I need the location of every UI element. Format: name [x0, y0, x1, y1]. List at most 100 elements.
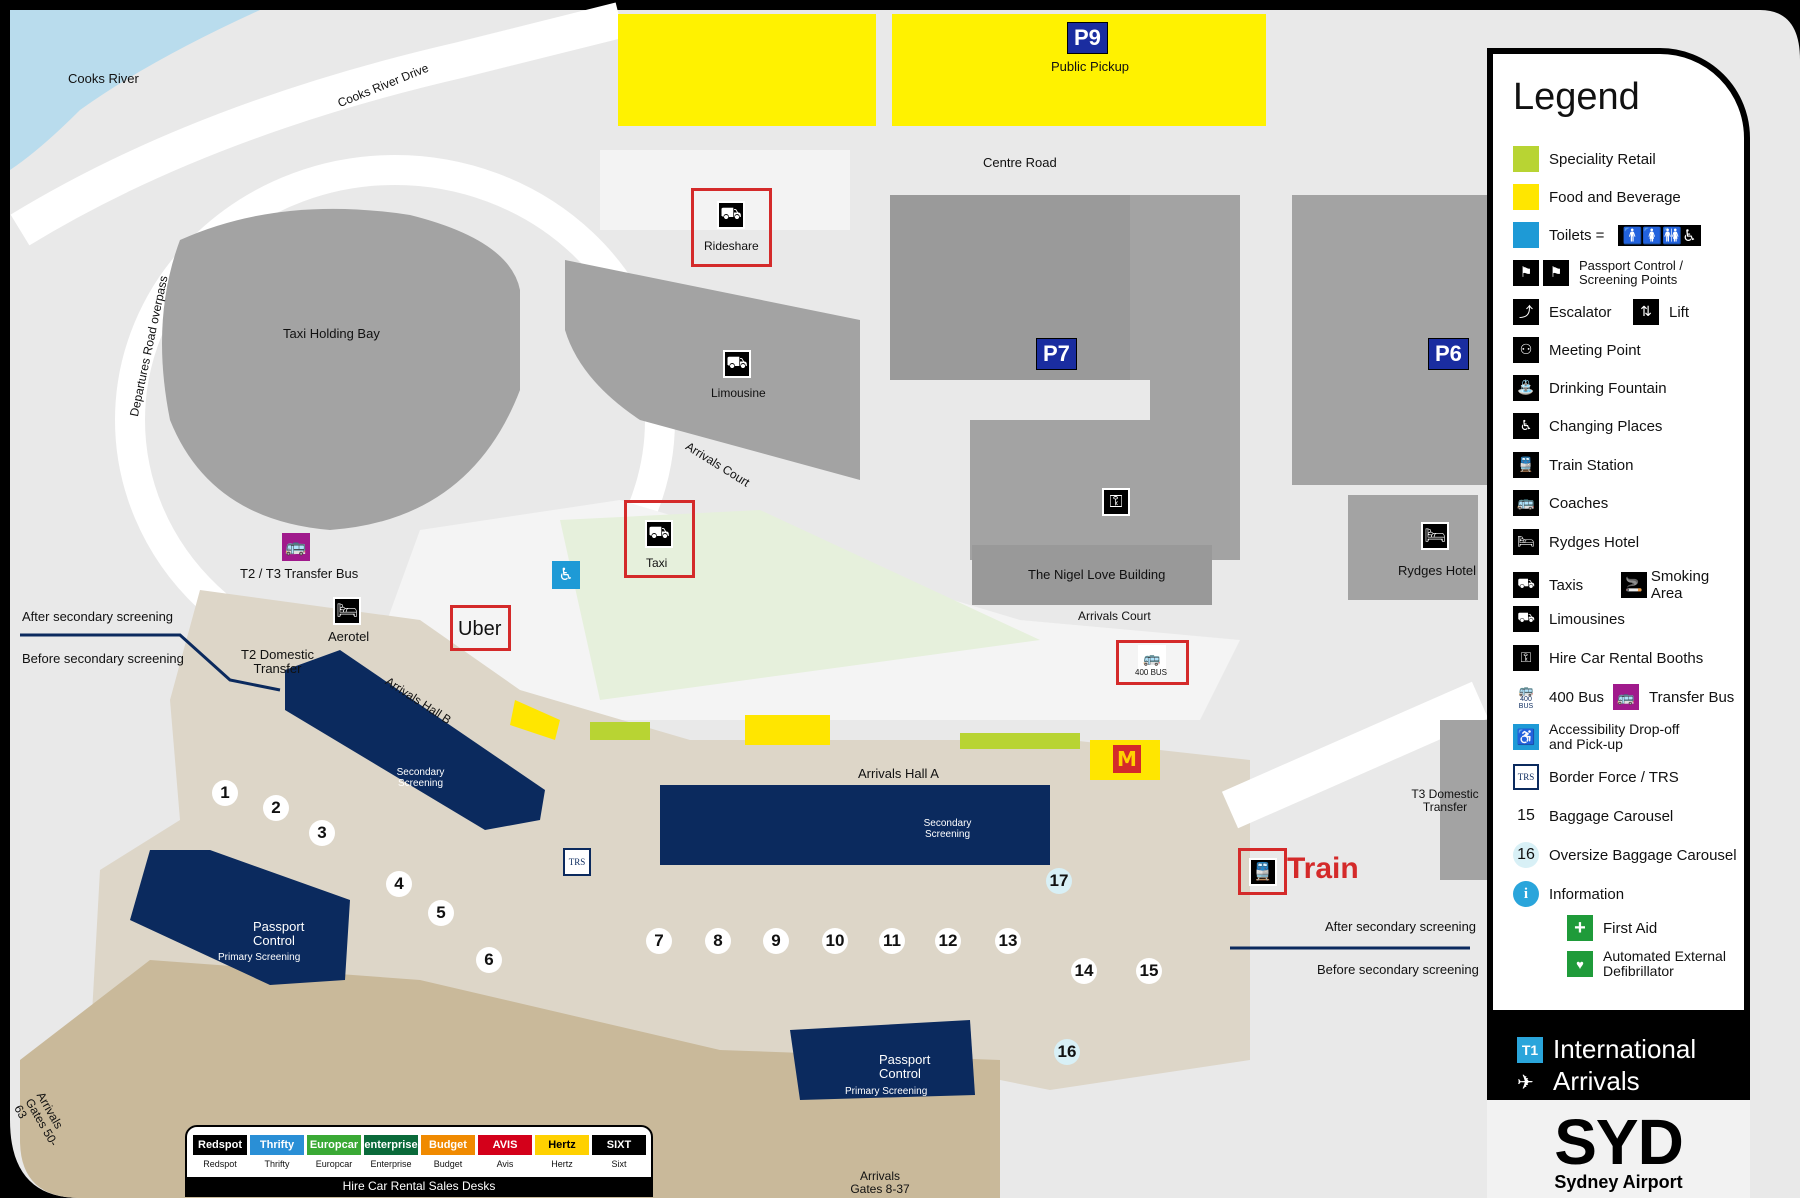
aerotel-icon: 🛏 [333, 597, 361, 625]
legend-smoking-label: Smoking Area [1650, 568, 1710, 602]
hotel-icon: 🛏 [1513, 529, 1539, 555]
legend-limousines-label: Limousines [1549, 610, 1625, 628]
label-arrivals-gates-8-37: Arrivals Gates 8-37 [850, 1169, 910, 1197]
label-primary-screening-mid: Primary Screening [845, 1086, 928, 1097]
legend-train-station: 🚆Train Station [1513, 452, 1634, 478]
label-secondary-screening-b: Secondary Screening [396, 767, 445, 789]
label-t2-domestic-transfer: T2 Domestic Transfer [241, 647, 314, 677]
carousel-7: 7 [646, 928, 672, 954]
carousel-12: 12 [935, 928, 961, 954]
legend-escalator-label: Escalator [1549, 303, 1612, 321]
limousine-building [565, 260, 860, 480]
car-park-p7-upper [890, 195, 1130, 380]
legend-toilets-label: Toilets = [1549, 226, 1605, 244]
hire-car-name: Thrifty [264, 1159, 290, 1169]
river [10, 10, 260, 170]
hire-car-name: Redspot [203, 1159, 237, 1169]
retail-speciality-2 [960, 733, 1080, 749]
legend-border-force-label: Border Force / TRS [1549, 768, 1679, 786]
label-rideshare: Rideshare [704, 239, 759, 253]
label-cooks-river: Cooks River [68, 71, 139, 86]
legend-food-beverage: Food and Beverage [1513, 184, 1681, 210]
carousel-15: 15 [1136, 958, 1162, 984]
bus400-legend-icon: 🚌400 BUS [1513, 684, 1539, 710]
brand-arrivals: ✈ Arrivals [1517, 1066, 1640, 1097]
carousel-13: 13 [995, 928, 1021, 954]
legend-accessibility: ♿Accessibility Drop-off and Pick-up [1513, 721, 1689, 753]
uber-highlight [450, 605, 511, 651]
oversize-legend-icon: 16 [1513, 842, 1539, 868]
legend-oversize-carousel-label: Oversize Baggage Carousel [1549, 846, 1737, 864]
legend-speciality-retail: Speciality Retail [1513, 146, 1656, 172]
label-taxi-holding-bay: Taxi Holding Bay [283, 326, 380, 341]
oversize-carousel-16: 16 [1054, 1039, 1080, 1065]
t1-badge: T1 [1517, 1036, 1543, 1063]
hire-car-title: Hire Car Rental Sales Desks [187, 1177, 651, 1195]
parking-p7-badge: P7 [1036, 338, 1077, 370]
hire-car-logo-hertz: Hertz [535, 1135, 589, 1155]
limousine-icon: ⛟ [723, 350, 751, 378]
bus400-highlight [1116, 640, 1189, 685]
legend-toilets: Toilets =🚹🚺🚻♿ [1513, 222, 1701, 248]
parking-p9-badge: P9 [1067, 22, 1108, 54]
label-t3-domestic-transfer: T3 Domestic Transfer [1411, 787, 1479, 815]
carousel-1: 1 [212, 780, 238, 806]
legend-changing-places-label: Changing Places [1549, 417, 1663, 435]
t3-road [1221, 681, 1489, 829]
carousel-5: 5 [428, 900, 454, 926]
nigel-love-building [972, 545, 1212, 605]
passport-control-mid [790, 1020, 975, 1100]
legend-hire-car: ⚿Hire Car Rental Booths [1513, 645, 1703, 671]
legend-first-aid-label: First Aid [1603, 919, 1658, 937]
legend-coaches-label: Coaches [1549, 494, 1609, 512]
brand-arrivals-label: Arrivals [1553, 1066, 1640, 1096]
retail-food-1 [745, 715, 830, 745]
secondary-screening-b [285, 650, 545, 830]
label-after-secondary-left: After secondary screening [22, 609, 174, 624]
escalator-icon: ⤴ [1513, 299, 1539, 325]
legend-hire-car-label: Hire Car Rental Booths [1549, 649, 1704, 667]
hire-car-name: Budget [433, 1159, 463, 1169]
hire-car-icon: ⚿ [1102, 488, 1130, 516]
carousel-14: 14 [1071, 958, 1097, 984]
secondary-screening-line-left [20, 633, 281, 692]
lift-icon: ⇅ [1633, 299, 1659, 325]
hire-car-logo-budget: Budget [421, 1135, 475, 1155]
legend-accessibility-label: Accessibility Drop-off and Pick-up [1549, 721, 1680, 753]
legend-rydges-hotel: 🛏Rydges Hotel [1513, 529, 1639, 555]
label-aerotel: Aerotel [328, 629, 370, 644]
sydney-airport-wordmark: Sydney Airport [1554, 1172, 1683, 1192]
train-icon: 🚆 [1249, 858, 1277, 886]
taxi-holding-bay [162, 208, 520, 530]
label-passport-control-left: Passport Control [253, 919, 305, 949]
bus400-legend-icon-text: 400 BUS [1518, 696, 1534, 710]
label-after-secondary-right: After secondary screening [1325, 919, 1477, 934]
label-arrivals-court-lower: Arrivals Court [1078, 609, 1151, 623]
accessibility-icon: ♿ [552, 561, 580, 589]
carousel-3: 3 [309, 820, 335, 846]
parking-p6-badge: P6 [1428, 338, 1469, 370]
label-nigel-love: The Nigel Love Building [1028, 567, 1166, 582]
hire-car-name: Enterprise [370, 1159, 412, 1169]
smoking-icon: 🚬 [1620, 572, 1647, 598]
plane-landing-icon: ✈ [1517, 1069, 1534, 1094]
hire-car-logo-europcar: Europcar [307, 1135, 361, 1155]
legend-escalator: ⤴Escalator⇅Lift [1513, 299, 1689, 325]
label-secondary-screening-a: Secondary Screening [923, 818, 972, 840]
legend-panel: Legend Speciality Retail Food and Bevera… [1487, 48, 1750, 1016]
legend-aed-label: Automated External Defibrillator [1603, 948, 1726, 980]
legend-transfer-bus-label: Transfer Bus [1649, 688, 1735, 706]
carousel-11: 11 [879, 928, 905, 954]
legend-taxis: ⛟Taxis🚬Smoking Area [1513, 568, 1744, 602]
hire-car-logo-enterprise: enterprise [364, 1135, 418, 1155]
